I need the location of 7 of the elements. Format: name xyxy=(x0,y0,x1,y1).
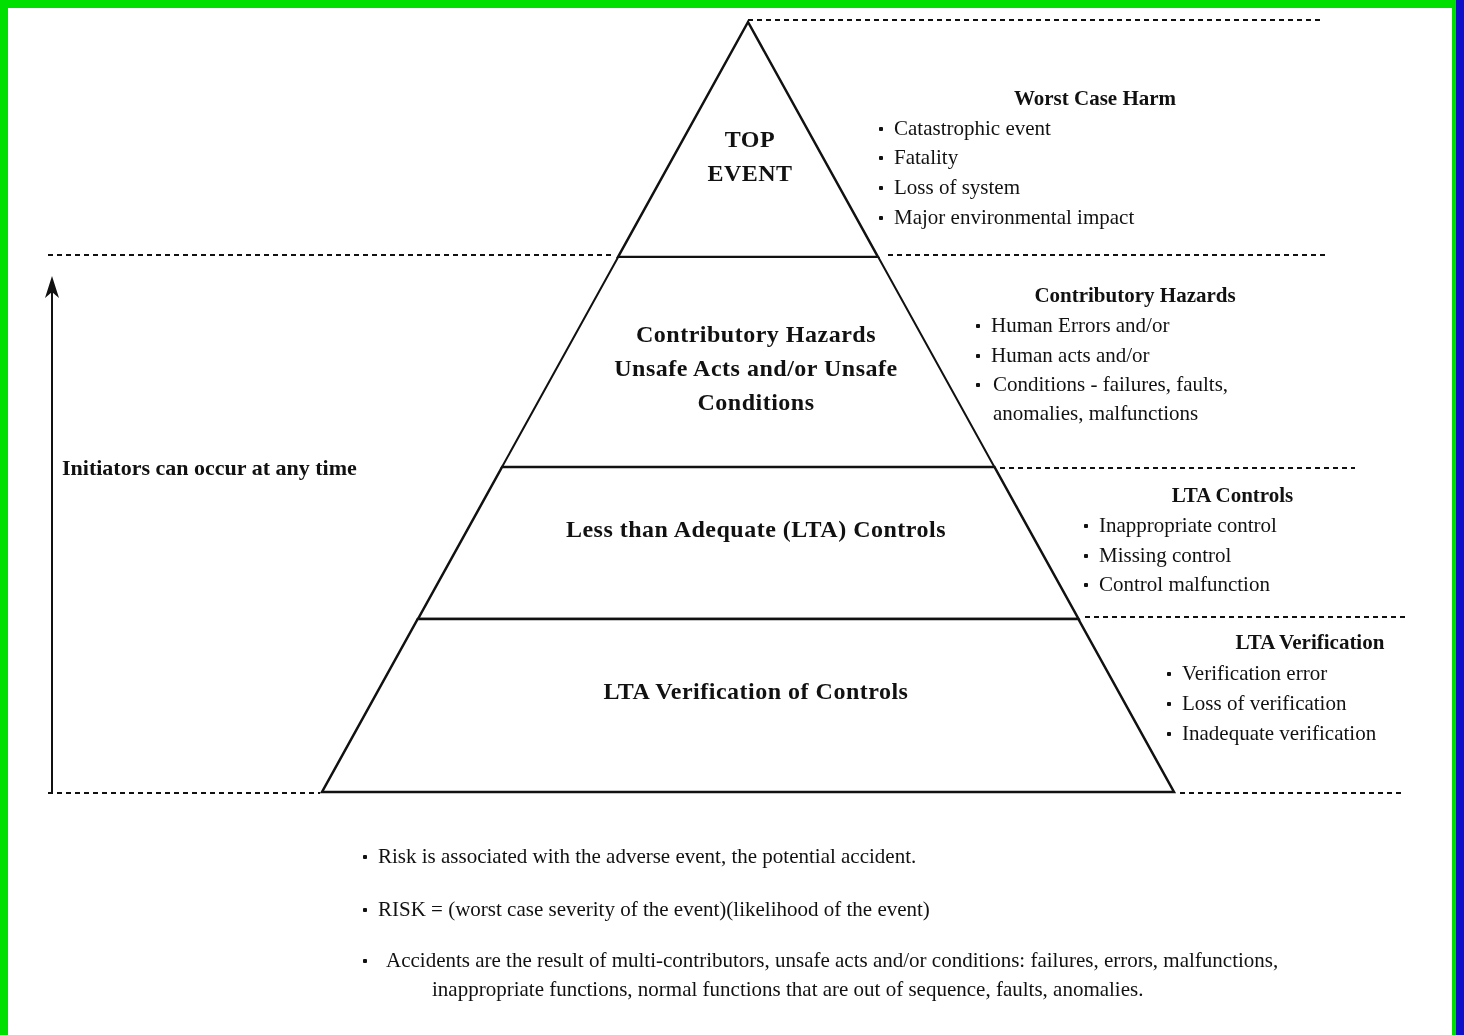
list-heading: LTA Controls xyxy=(1170,482,1295,509)
list-heading: LTA Verification xyxy=(1234,629,1386,656)
pyramid-layer: TOP EVENT xyxy=(618,22,878,257)
list-heading: Worst Case Harm xyxy=(1012,85,1178,112)
pyramid-layer: Less than Adequate (LTA) Controls xyxy=(417,467,1079,619)
list-heading: Contributory Hazards xyxy=(1033,282,1237,309)
axis-label: Initiators can occur at any time xyxy=(62,454,357,482)
